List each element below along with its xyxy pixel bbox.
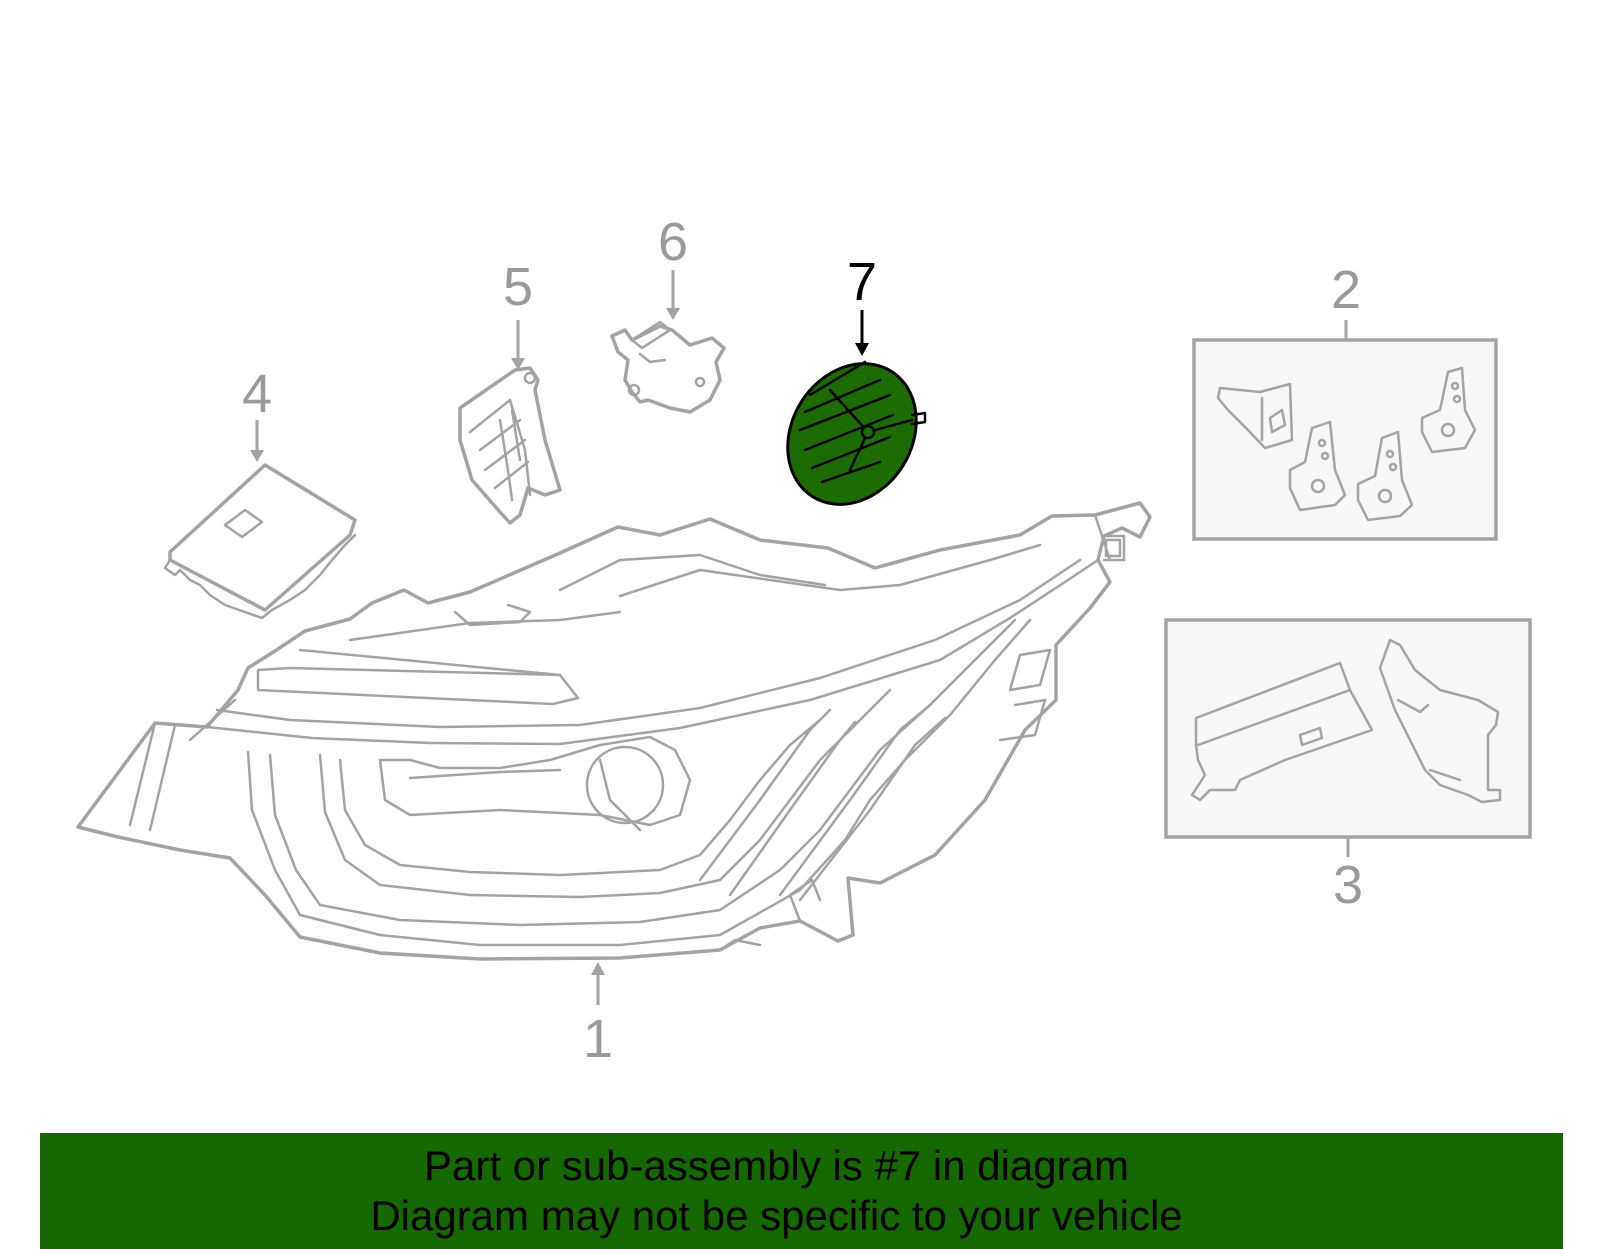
bracket-kit-part-2[interactable]: 2: [1192, 260, 1498, 541]
callout-group-1: 1: [583, 962, 613, 1069]
callout-7: 7: [847, 252, 877, 312]
dust-cap-part-7[interactable]: 7: [762, 252, 942, 529]
led-driver-part-5[interactable]: 5: [458, 257, 562, 525]
callout-2: 2: [1331, 260, 1361, 320]
callout-4: 4: [242, 364, 272, 424]
info-banner: Part or sub-assembly is #7 in diagram Di…: [40, 1133, 1563, 1249]
callout-5: 5: [503, 257, 533, 317]
callout-6: 6: [658, 212, 688, 272]
banner-line-1: Part or sub-assembly is #7 in diagram: [424, 1142, 1129, 1189]
callout-1: 1: [583, 1009, 613, 1069]
callout-3: 3: [1333, 855, 1363, 915]
headlamp-assembly-part-1[interactable]: [76, 501, 1152, 961]
cover-kit-part-3[interactable]: 3: [1164, 618, 1532, 915]
banner-line-2: Diagram may not be specific to your vehi…: [370, 1192, 1183, 1239]
control-module-part-4[interactable]: 4: [163, 364, 357, 620]
leveling-motor-part-6[interactable]: 6: [610, 212, 726, 414]
